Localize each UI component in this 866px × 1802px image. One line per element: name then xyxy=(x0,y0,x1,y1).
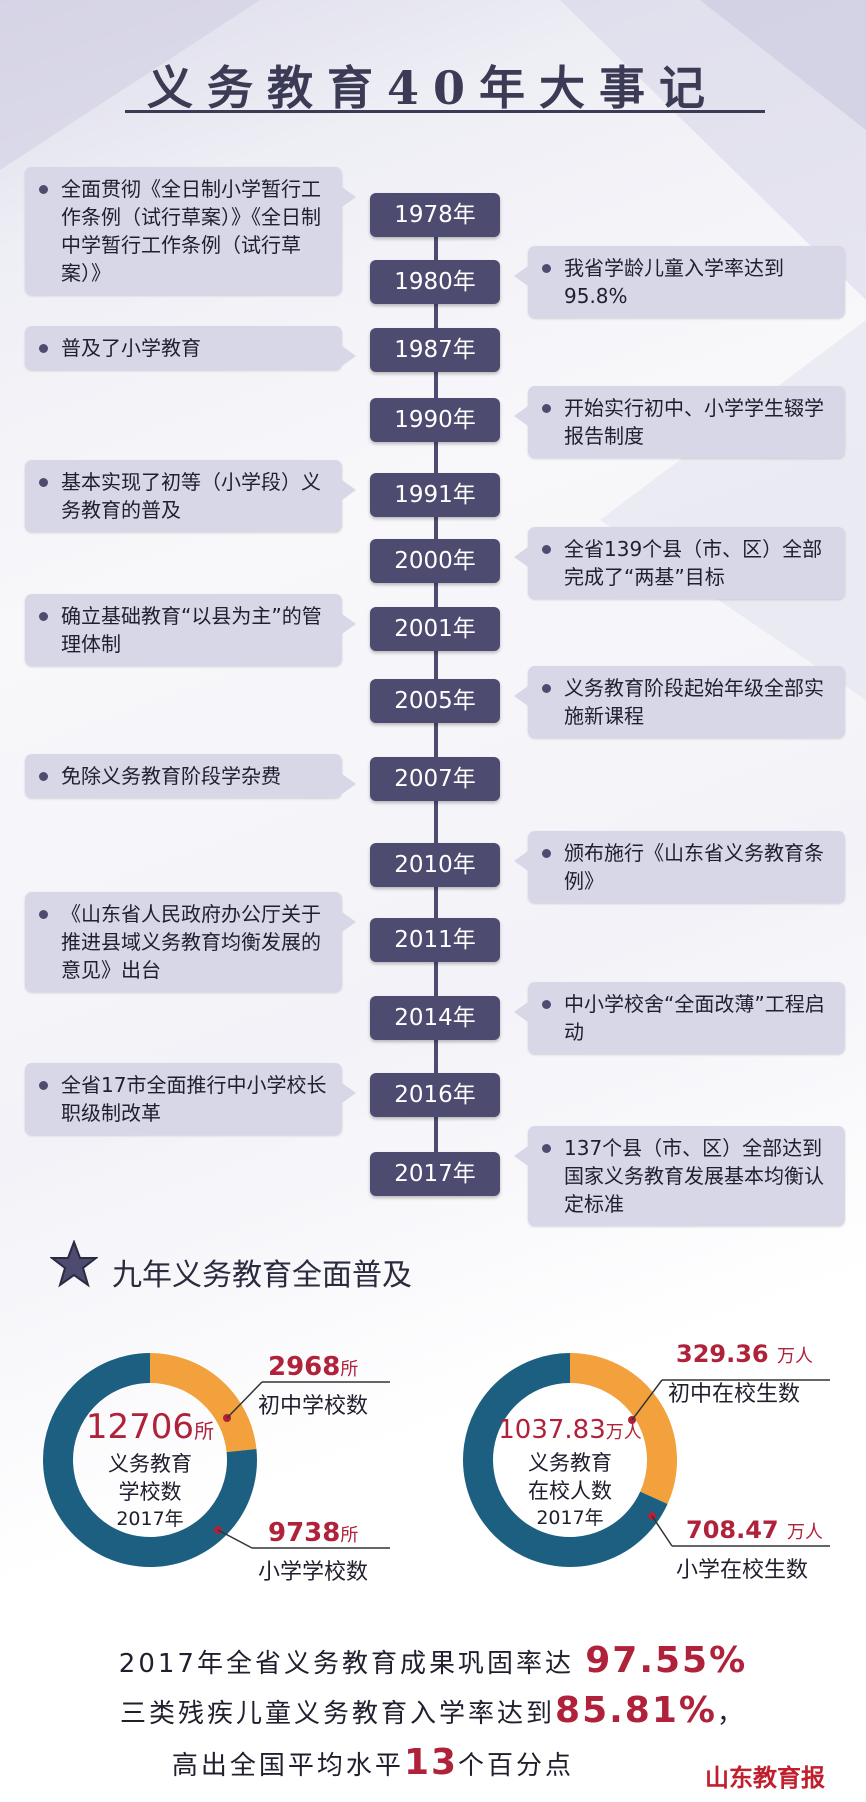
newspaper-logo: 山东教育报 xyxy=(705,1763,825,1792)
junior-students-value: 329.36 万人 xyxy=(676,1340,813,1368)
event-2000: 全省139个县（市、区）全部完成了“两基”目标 xyxy=(514,527,845,599)
students-center-year: 2017年 xyxy=(536,1507,604,1529)
year-2011: 2011年 xyxy=(370,918,500,962)
event-2011: 《山东省人民政府办公厅关于推进县域义务教育均衡发展的意见》出台 xyxy=(25,892,356,992)
students-center-label-1: 义务教育 xyxy=(528,1451,612,1475)
disabled-enrollment-rate: 85.81% xyxy=(555,1690,717,1731)
event-2001: 确立基础教育“以县为主”的管理体制 xyxy=(25,594,356,666)
schools-leader-lines xyxy=(214,1381,390,1549)
section-title: 九年义务教育全面普及 xyxy=(112,1258,412,1293)
year-1990: 1990年 xyxy=(370,398,500,442)
event-2017: 137个县（市、区）全部达到国家义务教育发展基本均衡认定标准 xyxy=(514,1126,845,1226)
year-2007: 2007年 xyxy=(370,757,500,801)
schools-center-year: 2017年 xyxy=(116,1508,184,1530)
schools-center: 12706所 义务教育 学校数 2017年 xyxy=(40,1408,260,1532)
year-1980: 1980年 xyxy=(370,260,500,304)
schools-donut-chart xyxy=(42,1352,258,1568)
page-title: 义务教育40年大事记 xyxy=(146,61,719,115)
year-2017: 2017年 xyxy=(370,1152,500,1196)
junior-students-label: 初中在校生数 xyxy=(668,1382,801,1407)
event-1990: 开始实行初中、小学学生辍学报告制度 xyxy=(514,386,845,458)
primary-schools-value: 9738所 xyxy=(268,1518,359,1548)
students-total-value: 1037.83 xyxy=(498,1415,606,1445)
year-1991: 1991年 xyxy=(370,473,500,517)
students-leader-lines xyxy=(628,1379,830,1547)
primary-schools-label: 小学学校数 xyxy=(258,1560,369,1585)
event-1991: 基本实现了初等（小学段）义务教育的普及 xyxy=(25,460,356,532)
points-above-national: 13 xyxy=(403,1742,459,1783)
schools-center-label-1: 义务教育 xyxy=(108,1452,192,1476)
donut-slice-primary xyxy=(463,1353,668,1567)
summary-line-3: 高出全国平均水平13个百分点 xyxy=(171,1742,575,1783)
junior-schools-value: 2968所 xyxy=(268,1352,359,1382)
schools-center-label-2: 学校数 xyxy=(118,1480,182,1504)
students-center-label-2: 在校人数 xyxy=(528,1479,612,1503)
primary-students-value: 708.47 万人 xyxy=(686,1516,823,1544)
primary-students-label: 小学在校生数 xyxy=(676,1558,809,1583)
year-1987: 1987年 xyxy=(370,328,500,372)
donut-slice-primary xyxy=(43,1353,257,1567)
year-2001: 2001年 xyxy=(370,607,500,651)
summary-line-2: 三类残疾儿童义务教育入学率达到85.81%， xyxy=(120,1690,746,1731)
star-icon xyxy=(50,1240,98,1288)
event-2010: 颁布施行《山东省义务教育条例》 xyxy=(514,831,845,903)
donut-slice-junior xyxy=(569,1353,677,1504)
donut-slice-junior xyxy=(149,1353,257,1453)
junior-schools-label: 初中学校数 xyxy=(258,1394,369,1419)
event-2016: 全省17市全面推行中小学校长职级制改革 xyxy=(25,1063,356,1135)
schools-total-unit: 所 xyxy=(194,1419,215,1443)
title-underline xyxy=(125,110,765,113)
event-1980: 我省学龄儿童入学率达到95.8% xyxy=(514,246,845,318)
year-1978: 1978年 xyxy=(370,193,500,237)
students-donut-chart xyxy=(462,1352,678,1568)
year-2016: 2016年 xyxy=(370,1073,500,1117)
year-2010: 2010年 xyxy=(370,843,500,887)
year-2005: 2005年 xyxy=(370,679,500,723)
event-2014: 中小学校舍“全面改薄”工程启动 xyxy=(514,982,845,1054)
summary-line-1: 2017年全省义务教育成果巩固率达 97.55% xyxy=(118,1640,748,1681)
year-2014: 2014年 xyxy=(370,996,500,1040)
event-2005: 义务教育阶段起始年级全部实施新课程 xyxy=(514,666,845,738)
event-1987: 普及了小学教育 xyxy=(25,326,356,370)
students-total-unit: 万人 xyxy=(605,1422,642,1443)
schools-total-value: 12706 xyxy=(85,1407,195,1447)
event-2007: 免除义务教育阶段学杂费 xyxy=(25,754,356,798)
year-2000: 2000年 xyxy=(370,539,500,583)
event-1978: 全面贯彻《全日制小学暂行工作条例（试行草案）》《全日制中学暂行工作条例（试行草案… xyxy=(25,167,356,295)
students-center: 1037.83万人 义务教育 在校人数 2017年 xyxy=(460,1414,680,1531)
retention-rate: 97.55% xyxy=(585,1640,748,1681)
